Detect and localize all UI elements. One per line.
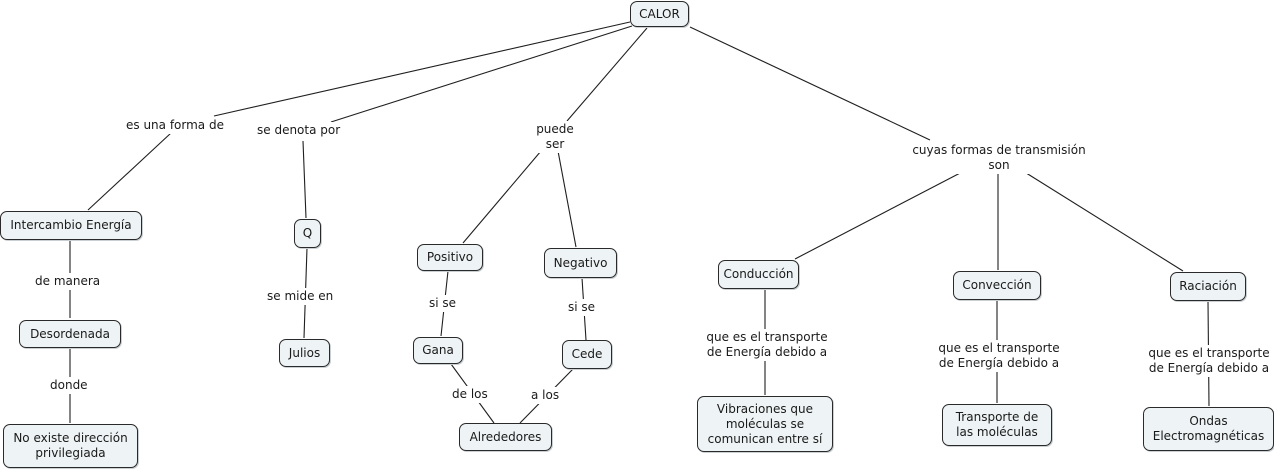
- node-label: Gana: [422, 343, 454, 357]
- link-label-cuyas-formas: cuyas formas de transmisión son: [904, 142, 1094, 174]
- link-label-si-se: si se: [566, 299, 598, 316]
- node-gana[interactable]: Gana: [413, 337, 463, 364]
- link-label-transporte: que es el transporte de Energía debido a: [1140, 345, 1274, 377]
- link-label-si-se: si se: [427, 295, 459, 312]
- node-calor[interactable]: CALOR: [630, 1, 689, 27]
- node-radiacion[interactable]: Raciación: [1170, 272, 1246, 301]
- node-label: Transporte de las moléculas: [955, 410, 1039, 439]
- node-label: Intercambio Energía: [10, 218, 132, 232]
- node-transporte-moleculas[interactable]: Transporte de las moléculas: [942, 404, 1052, 446]
- link-label-donde: donde: [48, 377, 90, 394]
- link-label-a-los: a los: [529, 387, 562, 404]
- link-label-de-manera: de manera: [33, 273, 103, 290]
- connector: [794, 170, 965, 260]
- node-intercambio-energia[interactable]: Intercambio Energía: [0, 211, 142, 240]
- node-label: Convección: [962, 278, 1032, 292]
- node-label: Cede: [571, 347, 603, 361]
- connector: [557, 150, 577, 248]
- link-label-se-mide-en: se mide en: [265, 288, 336, 305]
- node-label: Desordenada: [30, 326, 110, 341]
- connector: [87, 132, 172, 211]
- link-label-transporte: que es el transporte de Energía debido a: [697, 329, 837, 361]
- connector: [213, 21, 631, 117]
- connector: [302, 140, 307, 219]
- node-conduccion[interactable]: Conducción: [718, 260, 799, 289]
- node-label: No existe dirección privilegiada: [13, 431, 128, 460]
- node-label: CALOR: [639, 6, 680, 21]
- node-vibraciones[interactable]: Vibraciones que moléculas se comunican e…: [697, 396, 833, 452]
- node-alrededores[interactable]: Alrededores: [459, 423, 552, 451]
- node-label: Q: [302, 226, 313, 240]
- link-label-es-una-forma-de: es una forma de: [124, 117, 226, 134]
- connector: [689, 26, 931, 141]
- node-julios[interactable]: Julios: [279, 339, 330, 367]
- connector: [566, 27, 648, 122]
- connector: [330, 25, 633, 123]
- node-label: Alrededores: [469, 429, 542, 444]
- node-no-existe-direccion[interactable]: No existe dirección privilegiada: [3, 424, 138, 468]
- node-label: Vibraciones que moléculas se comunican e…: [707, 401, 823, 446]
- node-ondas-electromagneticas[interactable]: Ondas Electromagnéticas: [1143, 407, 1274, 451]
- link-label-transporte: que es el transporte de Energía debido a: [929, 340, 1069, 372]
- node-cede[interactable]: Cede: [562, 340, 612, 369]
- node-negativo[interactable]: Negativo: [544, 248, 617, 278]
- node-label: Julios: [288, 345, 321, 360]
- connector: [1022, 170, 1184, 272]
- link-label-puede-ser: puede ser: [531, 121, 579, 153]
- link-label-se-denota-por: se denota por: [255, 122, 343, 139]
- node-conveccion[interactable]: Convección: [953, 271, 1041, 300]
- link-label-de-los: de los: [450, 386, 490, 403]
- node-desordenada[interactable]: Desordenada: [19, 320, 121, 348]
- node-label: Conducción: [723, 267, 794, 281]
- node-label: Positivo: [426, 250, 474, 264]
- node-label: Negativo: [553, 255, 608, 270]
- node-q[interactable]: Q: [294, 219, 321, 248]
- connector: [462, 150, 542, 244]
- node-positivo[interactable]: Positivo: [417, 244, 483, 271]
- node-label: Raciación: [1179, 279, 1237, 293]
- node-label: Ondas Electromagnéticas: [1152, 414, 1265, 443]
